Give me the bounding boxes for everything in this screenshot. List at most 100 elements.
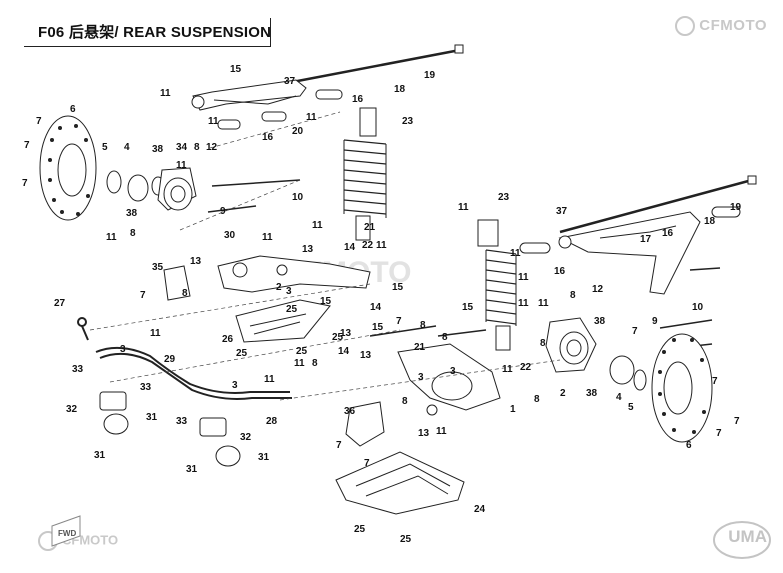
part-callout-5: 5 — [628, 402, 634, 413]
bushing-sleeves — [217, 89, 741, 254]
part-callout-16: 16 — [554, 266, 566, 277]
part-callout-13: 13 — [340, 328, 352, 339]
part-callout-11: 11 — [176, 160, 187, 171]
part-callout-15: 15 — [372, 322, 384, 333]
part-callout-25: 25 — [296, 346, 308, 357]
part-callout-3: 3 — [450, 366, 456, 377]
part-callout-17: 17 — [640, 234, 652, 245]
part-callout-3: 3 — [418, 372, 424, 383]
part-callout-11: 11 — [312, 220, 323, 231]
part-callout-16: 16 — [662, 228, 674, 239]
part-callout-11: 11 — [502, 364, 513, 375]
part-callout-15: 15 — [320, 296, 332, 307]
part-callout-25: 25 — [332, 332, 344, 343]
part-callout-32: 32 — [66, 404, 78, 415]
brake-disc-left — [39, 115, 97, 221]
part-callout-13: 13 — [360, 350, 372, 361]
part-callout-36: 36 — [344, 406, 356, 417]
part-callout-25: 25 — [236, 348, 248, 359]
part-callout-1: 1 — [510, 404, 516, 415]
part-callout-3: 3 — [232, 380, 238, 391]
part-callout-31: 31 — [146, 412, 158, 423]
upper-arm-right — [558, 211, 701, 295]
part-callout-11: 11 — [306, 112, 317, 123]
part-callout-8: 8 — [540, 338, 546, 349]
skid-plate-bottom — [335, 451, 465, 515]
part-callout-16: 16 — [352, 94, 364, 105]
part-callout-38: 38 — [152, 144, 164, 155]
part-callout-23: 23 — [402, 116, 414, 127]
part-callout-11: 11 — [510, 248, 521, 259]
part-callout-37: 37 — [556, 206, 568, 217]
part-callout-7: 7 — [632, 326, 638, 337]
hub-right — [545, 317, 647, 391]
part-callout-21: 21 — [414, 342, 426, 353]
part-callout-8: 8 — [534, 394, 540, 405]
part-callout-37: 37 — [284, 76, 296, 87]
upper-arm-left — [191, 79, 307, 111]
part-callout-6: 6 — [686, 440, 692, 451]
brake-disc-right — [651, 333, 713, 443]
hub-left — [106, 167, 197, 211]
part-callout-11: 11 — [106, 232, 117, 243]
part-callout-11: 11 — [160, 88, 171, 99]
part-callout-31: 31 — [186, 464, 198, 475]
part-callout-11: 11 — [264, 374, 275, 385]
part-callout-33: 33 — [72, 364, 84, 375]
part-callout-8: 8 — [130, 228, 136, 239]
part-callout-7: 7 — [336, 440, 342, 451]
part-callout-29: 29 — [164, 354, 176, 365]
part-callout-14: 14 — [370, 302, 382, 313]
part-callout-15: 15 — [462, 302, 474, 313]
part-callout-33: 33 — [176, 416, 188, 427]
part-callout-8: 8 — [442, 332, 448, 343]
bracket-left — [163, 265, 191, 301]
part-callout-31: 31 — [258, 452, 270, 463]
part-callout-12: 12 — [592, 284, 604, 295]
part-callout-7: 7 — [364, 458, 370, 469]
part-callout-9: 9 — [652, 316, 658, 327]
part-callout-7: 7 — [36, 116, 42, 127]
part-callout-10: 10 — [692, 302, 704, 313]
part-callout-11: 11 — [294, 358, 305, 369]
part-callout-20: 20 — [292, 126, 304, 137]
part-callout-11: 11 — [538, 298, 549, 309]
part-callout-4: 4 — [616, 392, 622, 403]
part-callout-11: 11 — [518, 272, 529, 283]
part-callout-38: 38 — [586, 388, 598, 399]
part-callout-8: 8 — [402, 396, 408, 407]
long-bolt-right — [559, 175, 757, 234]
part-callout-7: 7 — [140, 290, 146, 301]
part-callout-8: 8 — [312, 358, 318, 369]
fwd-arrow-icon: FWD — [51, 515, 81, 547]
part-callout-11: 11 — [150, 328, 161, 339]
part-callout-7: 7 — [24, 140, 30, 151]
part-callout-7: 7 — [22, 178, 28, 189]
part-callout-14: 14 — [338, 346, 350, 357]
part-callout-3: 3 — [286, 286, 292, 297]
part-callout-38: 38 — [594, 316, 606, 327]
brand-logo-top-right: CFMOTO — [675, 16, 767, 36]
part-callout-8: 8 — [570, 290, 576, 301]
part-callout-13: 13 — [302, 244, 314, 255]
lower-arm-right — [397, 343, 501, 416]
skid-plate-left — [235, 299, 331, 343]
part-callout-28: 28 — [266, 416, 278, 427]
part-callout-22: 22 — [362, 240, 374, 251]
part-callout-13: 13 — [190, 256, 202, 267]
part-callout-2: 2 — [560, 388, 566, 399]
svg-text:FWD: FWD — [58, 529, 76, 538]
part-callout-14: 14 — [344, 242, 356, 253]
stabilizer-bar — [77, 317, 292, 400]
brand-logo-bottom-right: UMA — [728, 527, 767, 546]
part-callout-6: 6 — [70, 104, 76, 115]
page-title: F06 后悬架/ REAR SUSPENSION — [38, 24, 272, 41]
part-callout-9: 9 — [220, 206, 226, 217]
part-callout-31: 31 — [94, 450, 106, 461]
part-callout-38: 38 — [126, 208, 138, 219]
pivot-pins — [207, 179, 721, 349]
part-callout-8: 8 — [194, 142, 200, 153]
part-callout-13: 13 — [418, 428, 430, 439]
